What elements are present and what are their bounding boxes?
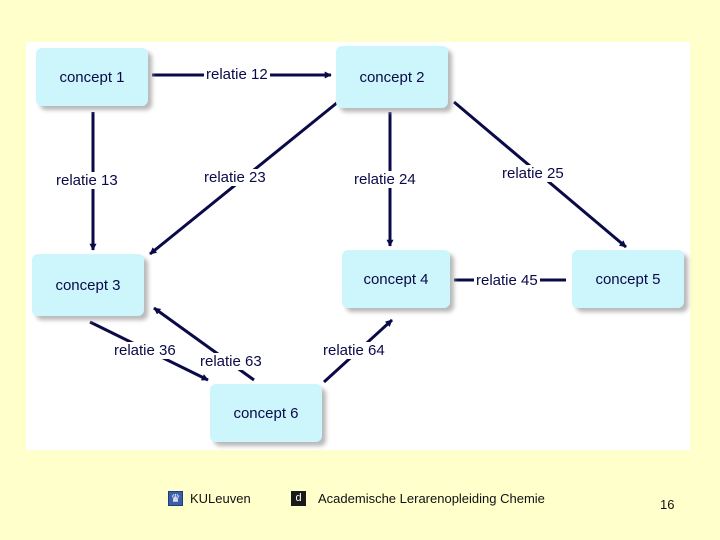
concept-4-node[interactable]: concept 4 [342, 250, 450, 308]
concept-1-node[interactable]: concept 1 [36, 48, 148, 106]
academische-lerarenopleiding-logo-icon: d [291, 491, 306, 506]
relation-label-12: relatie 12 [204, 66, 270, 83]
kuleuven-logo-icon: ♛ [168, 491, 183, 506]
relation-label-36: relatie 36 [112, 342, 178, 359]
concept-3-node[interactable]: concept 3 [32, 254, 144, 316]
relation-label-23: relatie 23 [202, 169, 268, 186]
relation-label-25: relatie 25 [500, 165, 566, 182]
relation-label-45: relatie 45 [474, 272, 540, 289]
relation-label-63: relatie 63 [198, 353, 264, 370]
page-number: 16 [660, 497, 675, 512]
concept-6-node[interactable]: concept 6 [210, 384, 322, 442]
footer-institution: Academische Lerarenopleiding Chemie [318, 491, 545, 506]
concept-2-node[interactable]: concept 2 [336, 46, 448, 108]
footer-kuleuven: KULeuven [190, 491, 251, 506]
relation-label-64: relatie 64 [321, 342, 387, 359]
concept-map-canvas: concept 1 concept 2 concept 3 concept 4 … [26, 42, 690, 450]
relation-label-13: relatie 13 [54, 172, 120, 189]
relation-label-24: relatie 24 [352, 171, 418, 188]
concept-5-node[interactable]: concept 5 [572, 250, 684, 308]
